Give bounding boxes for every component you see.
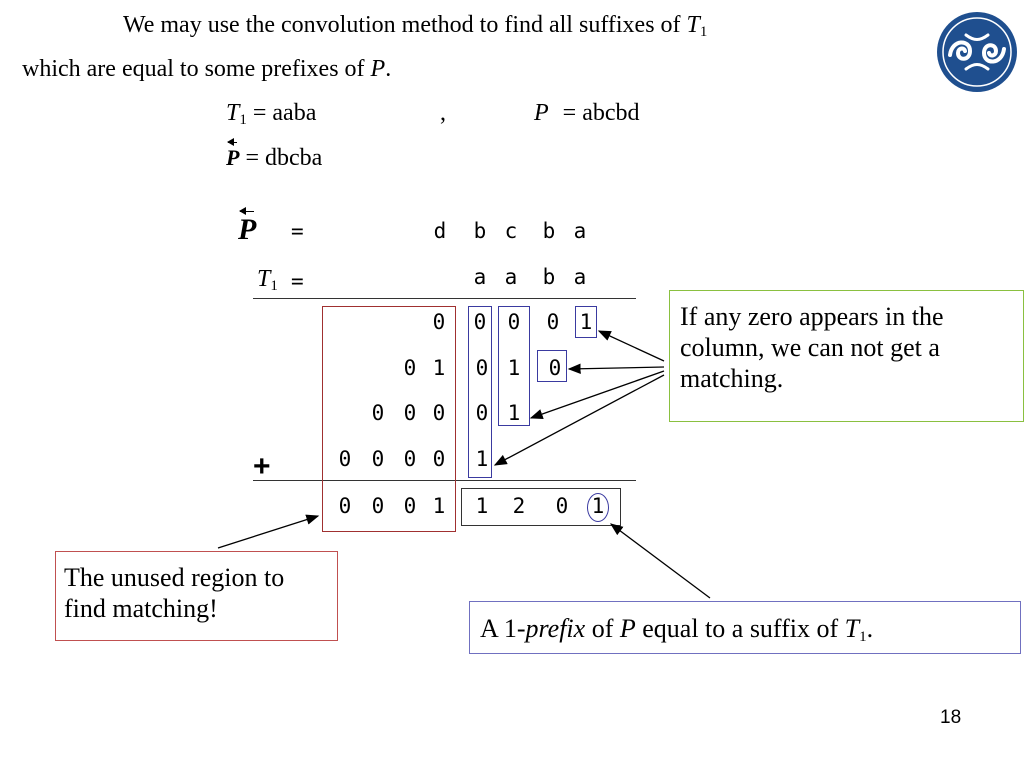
cell: 0: [371, 401, 385, 425]
def-reverse-p: P = dbcba: [226, 138, 323, 172]
prev-char: b: [473, 219, 487, 243]
cell: 0: [475, 356, 489, 380]
plus-sign: +: [253, 450, 271, 483]
reverse-p-symbol: P: [226, 138, 239, 171]
def-t1: T1 = aaba: [226, 100, 316, 129]
cell: 0: [432, 401, 446, 425]
cell: 1: [507, 401, 521, 425]
sum-cell: 2: [512, 494, 526, 518]
def-t1-var: T: [226, 100, 240, 126]
zero-column-callout: If any zero appears in the column, we ca…: [669, 290, 1024, 422]
prev-char: d: [433, 219, 447, 243]
cell: 0: [403, 447, 417, 471]
institution-logo-icon: [936, 11, 1018, 93]
cell: 0: [371, 447, 385, 471]
left-arrow-icon: [238, 207, 255, 215]
t1-char: a: [473, 265, 487, 289]
cell: 1: [507, 356, 521, 380]
cell: 0: [546, 310, 560, 334]
arrow-to-match: [609, 523, 711, 599]
def-comma: ,: [440, 100, 446, 126]
title-period: .: [385, 56, 392, 82]
table-eq-1: =: [291, 219, 304, 243]
sum-cell: 1: [432, 494, 446, 518]
table-divider-sum: [253, 480, 636, 481]
cell: 0: [473, 310, 487, 334]
arrow-to-column-4: [597, 330, 665, 362]
table-divider-top: [253, 298, 636, 299]
title-sub: 1: [699, 24, 708, 40]
def-p-value: = abcbd: [562, 100, 640, 126]
cell: 0: [475, 401, 489, 425]
cell: 0: [338, 447, 352, 471]
sum-box: [461, 488, 621, 526]
t1-char: a: [504, 265, 518, 289]
title-text-2: which are equal to some prefixes of: [22, 56, 371, 82]
cell: 1: [475, 447, 489, 471]
sum-cell: 0: [371, 494, 385, 518]
cell: 1: [432, 356, 446, 380]
prev-char: c: [504, 219, 518, 243]
title-line-2: which are equal to some prefixes of P.: [22, 56, 391, 83]
def-p-var: P: [534, 100, 549, 126]
table-eq-2: =: [291, 269, 304, 293]
arrow-to-unused-region: [217, 514, 320, 549]
cell: 0: [548, 356, 562, 380]
prev-char: a: [573, 219, 587, 243]
sum-cell: 1: [591, 494, 605, 518]
sum-cell: 0: [338, 494, 352, 518]
left-arrow-icon: [226, 138, 238, 146]
sum-cell: 1: [475, 494, 489, 518]
sum-cell: 0: [403, 494, 417, 518]
cell: 0: [507, 310, 521, 334]
unused-region-callout: The unused region to find matching!: [55, 551, 338, 641]
cell: 0: [432, 310, 446, 334]
title-var-p: P: [370, 56, 386, 82]
page-number: 18: [940, 707, 962, 728]
table-reverse-p-label: P: [238, 207, 257, 246]
title-line-1: We may use the convolution method to fin…: [123, 12, 707, 41]
cell: 0: [403, 356, 417, 380]
cell: 0: [432, 447, 446, 471]
cell: 1: [579, 310, 593, 334]
def-reverse-p-value: = dbcba: [245, 145, 323, 171]
title-text: We may use the convolution method to fin…: [123, 12, 687, 38]
sum-cell: 0: [555, 494, 569, 518]
table-t1-label: T1: [257, 266, 278, 294]
def-t1-value: = aaba: [252, 100, 317, 126]
def-p: P = abcbd: [534, 100, 640, 127]
column-box-1: [468, 306, 492, 478]
title-var-t: T: [686, 12, 700, 38]
prev-char: b: [542, 219, 556, 243]
unused-region-box: [322, 306, 456, 532]
t1-char: a: [573, 265, 587, 289]
arrow-to-column-3: [567, 363, 665, 374]
prefix-match-callout: A 1-prefix of P equal to a suffix of T1.: [469, 601, 1021, 654]
t1-char: b: [542, 265, 556, 289]
column-box-4: [575, 306, 597, 338]
def-t1-sub: 1: [239, 112, 247, 128]
match-circle: [587, 493, 609, 522]
cell: 0: [403, 401, 417, 425]
